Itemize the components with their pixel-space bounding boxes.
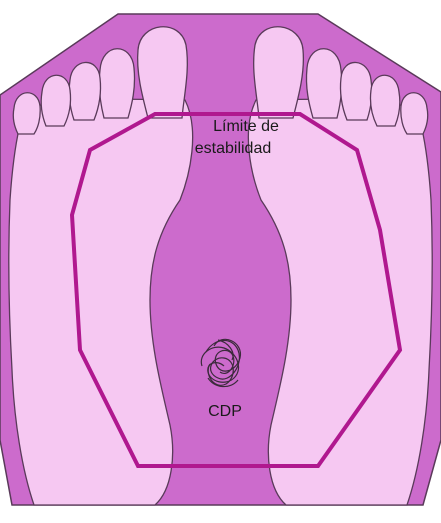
stability-limit-label-2: estabilidad [195, 140, 272, 157]
right-toe-3 [340, 62, 371, 120]
right-toe-5 [401, 93, 428, 134]
left-toe-5 [13, 93, 40, 134]
left-toe-4 [41, 75, 70, 126]
stability-limit-label: Límite de [213, 118, 279, 135]
right-toe-2 [306, 49, 341, 118]
left-toe-2 [99, 49, 134, 118]
left-big-toe [138, 27, 188, 118]
right-big-toe [254, 27, 304, 118]
right-toe-4 [370, 75, 399, 126]
left-toe-3 [69, 62, 100, 120]
cop-label: CDP [208, 403, 242, 420]
